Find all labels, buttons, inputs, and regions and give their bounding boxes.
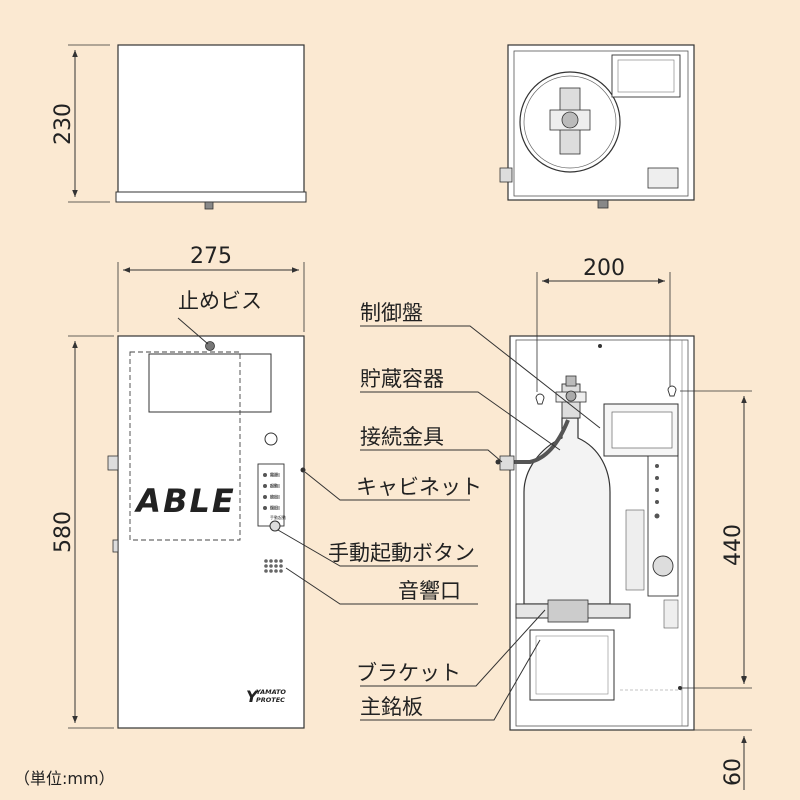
dim-200-label: 200 (583, 256, 625, 281)
panel-label-4: 手動起動 (270, 514, 286, 520)
top-view-closed (115, 44, 307, 210)
panel-label-1: 起動 (270, 482, 278, 488)
connection-fitting-point (495, 459, 501, 465)
maker-logo-mark: Y (246, 687, 259, 706)
panel-label-2: 放出 (270, 493, 278, 499)
front-logo: ABLE (133, 482, 235, 520)
dim-60-label: 60 (721, 758, 746, 786)
dimension-top-height: 230 (51, 44, 110, 203)
dimension-width-275: 275 (117, 244, 305, 332)
label-sound-port: 音響口 (398, 579, 461, 603)
dim-275-label: 275 (190, 244, 232, 269)
maker-logo: Y YAMATO PROTEC (246, 687, 286, 706)
main-nameplate-plate (529, 629, 615, 701)
panel-label-0: 電源 (270, 471, 278, 477)
dim-440-label: 440 (721, 524, 746, 566)
dimension-height-580: 580 (51, 335, 114, 729)
dim-580-label: 580 (51, 511, 76, 553)
dimension-mount-width-200: 200 (536, 256, 671, 392)
dim-230-label: 230 (51, 103, 76, 145)
label-bracket: ブラケット (356, 661, 461, 685)
front-window (148, 353, 272, 413)
callout-leaders (177, 317, 601, 721)
dimension-bottom-60: 60 (694, 672, 752, 790)
label-control-panel: 制御盤 (360, 301, 423, 325)
label-manual-start-button: 手動起動ボタン (328, 541, 475, 565)
mount-hole-right-icon (667, 385, 677, 397)
indicator-lamp (264, 432, 278, 446)
panel-label-3: 復旧 (270, 504, 278, 510)
dimension-mount-height-440: 440 (680, 390, 752, 689)
label-main-nameplate: 主銘板 (360, 695, 423, 719)
label-connection-fitting: 接続金具 (360, 425, 444, 449)
label-cabinet: キャビネット (356, 475, 482, 499)
cabinet-point (300, 467, 306, 473)
maker-logo-line-2: PROTEC (256, 696, 285, 704)
label-stop-screw: 止めビス (178, 289, 262, 313)
interior-view (495, 335, 695, 731)
connection-pipe (512, 419, 570, 464)
callout-labels: 止めビス 制御盤 貯蔵容器 接続金具 キャビネット 手動起動ボタン 音響口 ブラ… (178, 289, 482, 719)
unit-note: （単位:mm） (14, 769, 115, 788)
manual-start-button-icon (269, 520, 281, 532)
label-storage-container: 貯蔵容器 (360, 367, 444, 391)
hidden-container-outline (129, 351, 241, 541)
maker-logo-line-1: YAMATO (256, 688, 286, 696)
sound-port-grille (264, 559, 283, 573)
top-view-interior (499, 44, 695, 209)
terminal-led-rows (654, 464, 660, 519)
control-gear-icon (652, 555, 674, 577)
mount-hole-left-icon (535, 393, 545, 405)
